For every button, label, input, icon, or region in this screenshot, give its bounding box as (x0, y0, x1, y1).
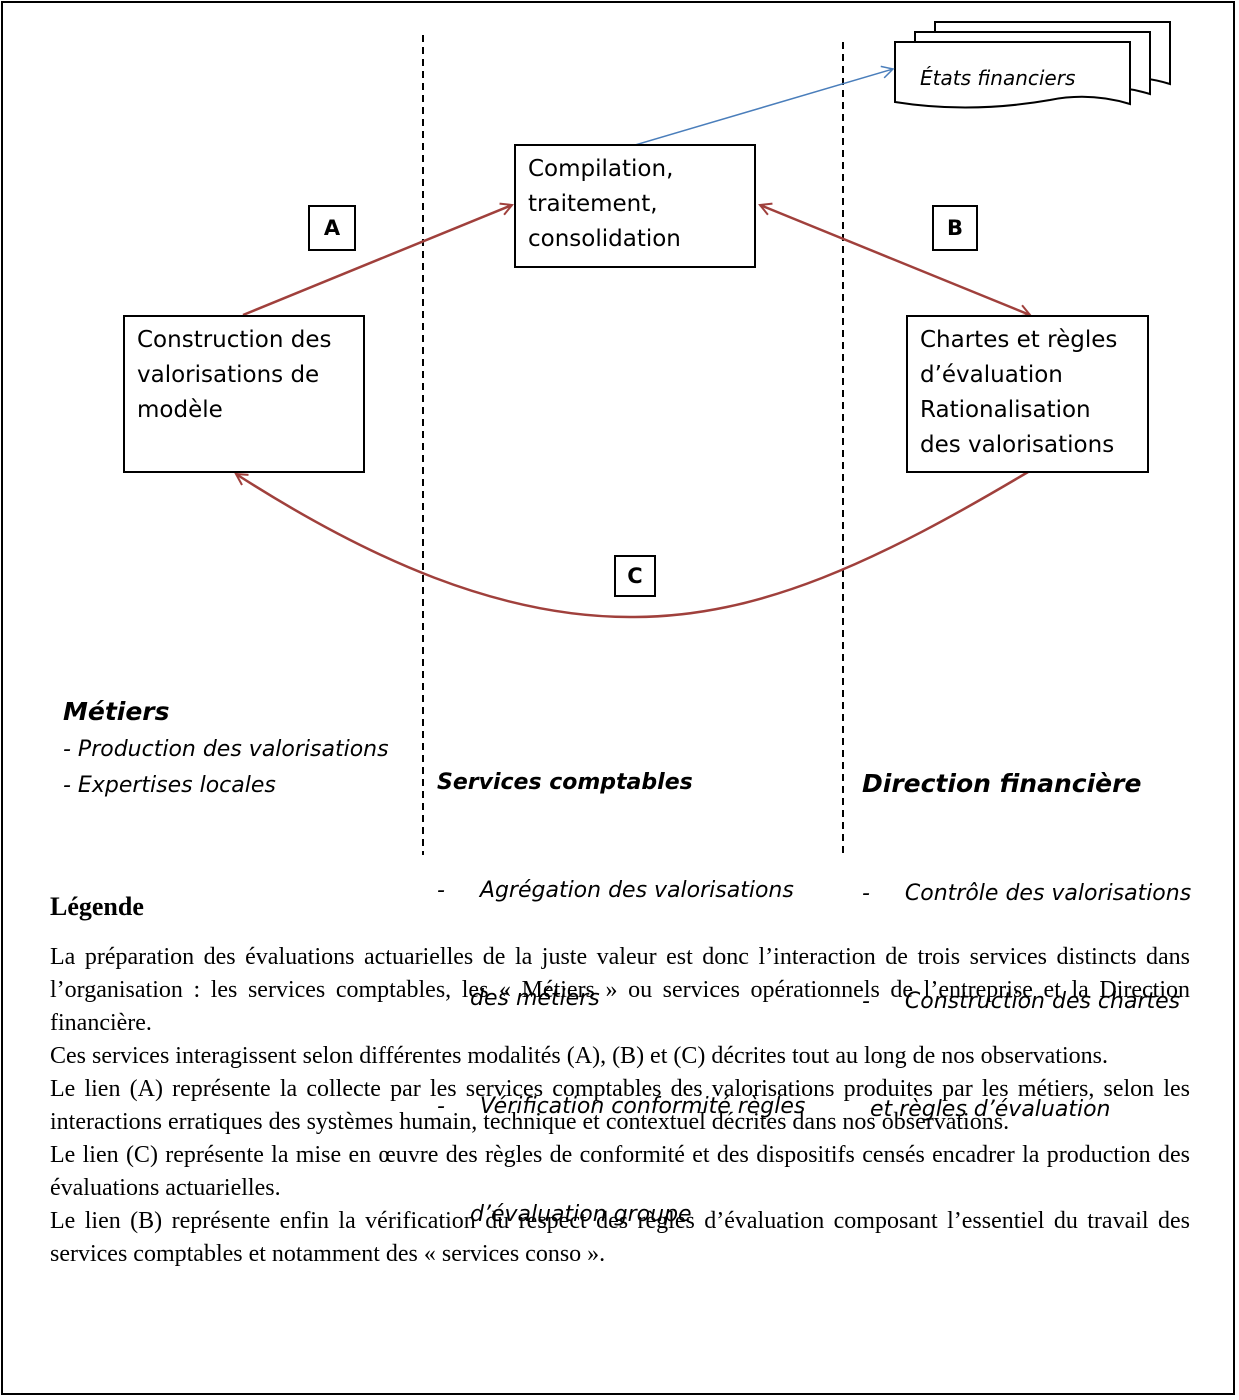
column-services-item: d’évaluation groupe (470, 1202, 692, 1227)
diagram-canvas (0, 21, 1171, 858)
column-services-title: Services comptables (437, 770, 693, 795)
box-chartes-line: Chartes et règles (920, 327, 1118, 353)
box-chartes-line: d’évaluation (920, 362, 1063, 388)
link-label-c: C (614, 555, 656, 597)
doc-link-arrow (634, 65, 895, 146)
column-services-item: des métiers (470, 986, 600, 1011)
column-services-item: - Agrégation des valorisations (437, 878, 794, 903)
box-chartes-line: des valorisations (920, 432, 1115, 458)
column-metiers: Métiers - Production des valorisations -… (63, 692, 418, 804)
box-construction: Construction des valorisations de modèle (123, 315, 365, 473)
box-chartes: Chartes et règles d’évaluation Rationali… (906, 315, 1149, 473)
legend-paragraph: Le lien (A) représente la collecte par l… (50, 1076, 1190, 1135)
legend: Légende La préparation des évaluations a… (50, 890, 1190, 1271)
box-construction-line: Construction des (137, 327, 332, 353)
document-stack-icon (894, 21, 1171, 109)
column-services: Services comptables - Agrégation des val… (437, 693, 837, 1269)
legend-paragraph: Le lien (C) représente la mise en œuvre … (50, 1142, 1190, 1201)
box-construction-line: valorisations de (137, 362, 320, 388)
legend-title: Légende (50, 892, 144, 921)
link-label-b: B (932, 205, 978, 251)
column-metiers-title: Métiers (63, 697, 170, 726)
box-compilation-line: Compilation, (528, 156, 674, 182)
box-compilation-line: consolidation (528, 226, 681, 252)
box-compilation-line: traitement, (528, 191, 658, 217)
legend-paragraph: La préparation des évaluations actuariel… (50, 944, 1190, 1036)
document-label: États financiers (920, 66, 1076, 90)
column-direction: Direction financière - Contrôle des valo… (862, 692, 1232, 1164)
legend-paragraph: Le lien (B) représente enfin la vérifica… (50, 1208, 1190, 1267)
column-direction-item: - Construction des chartes (862, 989, 1181, 1014)
column-metiers-item: - Production des valorisations (63, 737, 389, 762)
link-label-a: A (308, 205, 356, 251)
box-construction-line: modèle (137, 397, 223, 423)
box-chartes-line: Rationalisation (920, 397, 1091, 423)
box-compilation: Compilation, traitement, consolidation (514, 144, 756, 268)
column-services-item: - Vérification conformité règles (437, 1094, 806, 1119)
link-a-arrow (242, 205, 512, 317)
column-direction-item: - Contrôle des valorisations (862, 881, 1192, 906)
link-b-arrow (760, 205, 1030, 315)
column-direction-title: Direction financière (862, 769, 1142, 798)
column-metiers-item: - Expertises locales (63, 773, 276, 798)
legend-paragraph: Ces services interagissent selon différe… (50, 1043, 1108, 1069)
link-c-arrow (236, 470, 1029, 619)
column-direction-item: et règles d’évaluation (870, 1097, 1111, 1122)
